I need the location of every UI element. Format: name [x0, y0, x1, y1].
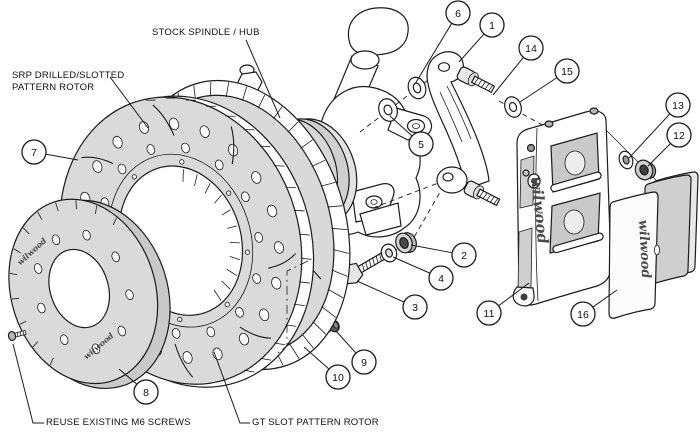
callout-6: 6 [445, 0, 471, 26]
label-reuse-m6-screws: REUSE EXISTING M6 SCREWS [46, 417, 191, 428]
bracket-stud-top [456, 66, 496, 94]
bleed-screw [544, 120, 554, 128]
callout-1: 1 [479, 12, 505, 38]
label-leader-stock-spindle-hub [245, 39, 281, 119]
label-gt-rotor: GT SLOT PATTERN ROTOR [252, 417, 379, 428]
label-stock-spindle-hub: STOCK SPINDLE / HUB [152, 27, 260, 38]
label-leader-gt-rotor [213, 351, 250, 424]
callout-8: 8 [133, 379, 159, 405]
callout-10-leader [303, 346, 329, 370]
callout-5: 5 [408, 131, 434, 157]
callout-1-leader [458, 33, 485, 63]
label-srp-rotor: SRP DRILLED/SLOTTED PATTERN ROTOR [12, 70, 125, 93]
callout-9-leader [335, 330, 356, 354]
svg-text:6: 6 [455, 8, 461, 20]
callout-14-leader [492, 57, 524, 96]
ear-plate [359, 202, 402, 236]
svg-text:9: 9 [361, 357, 367, 369]
svg-text:7: 7 [31, 147, 37, 159]
svg-text:10: 10 [332, 372, 344, 384]
svg-text:5: 5 [418, 139, 424, 151]
callout-15: 15 [554, 58, 580, 84]
nut-2 [395, 232, 417, 254]
steering-arm-eye-hole [412, 123, 420, 129]
callout-16: 16 [570, 301, 596, 327]
svg-text:16: 16 [577, 309, 589, 321]
callout-9: 9 [351, 349, 377, 375]
callout-4-leader [392, 256, 430, 274]
callout-10: 10 [325, 364, 351, 390]
svg-text:1: 1 [489, 20, 495, 32]
label-leader-srp-rotor [109, 76, 149, 129]
svg-text:2: 2 [461, 250, 467, 262]
callout-13: 13 [665, 92, 691, 118]
washer-5 [378, 98, 398, 122]
pad-logo: wilwood [635, 219, 653, 278]
callout-12: 12 [666, 122, 692, 148]
washer-6 [407, 76, 427, 100]
pad-backing-plate-front [608, 191, 659, 319]
washer-13 [618, 150, 634, 170]
caliper: wilwood [512, 107, 612, 307]
caliper-bracket [426, 51, 501, 207]
crossover-tube-bottom [552, 232, 604, 254]
label-leader-reuse-m6-screws [12, 343, 44, 424]
rotor-hat: wilwood wilwood [8, 198, 171, 390]
callout-3-leader [356, 280, 404, 303]
callout-12-leader [647, 143, 671, 167]
callout-15-leader [519, 77, 557, 103]
callout-4: 4 [428, 265, 454, 291]
svg-text:13: 13 [672, 100, 684, 112]
bracket-stud-bottom [463, 180, 501, 207]
svg-text:4: 4 [438, 273, 444, 285]
callout-7-leader [46, 153, 79, 161]
callout-14: 14 [518, 35, 544, 61]
svg-text:8: 8 [143, 387, 149, 399]
callout-16-leader [592, 289, 618, 308]
bleed-screw [589, 107, 599, 115]
svg-text:3: 3 [412, 302, 418, 314]
crossover-tube-top [550, 171, 602, 193]
svg-text:15: 15 [561, 66, 573, 78]
callout-13-leader [628, 113, 670, 159]
callout-11: 11 [476, 300, 502, 326]
callout-7: 7 [21, 139, 47, 165]
bracket-top-hole [437, 62, 451, 72]
callout-5-leader [389, 115, 413, 136]
svg-text:12: 12 [673, 130, 685, 142]
washer-15 [504, 96, 522, 118]
bracket-bottom-hole [442, 172, 454, 182]
ear-hole [370, 199, 378, 205]
brake-pads: wilwood [608, 171, 699, 319]
svg-text:14: 14 [525, 43, 537, 55]
m6-screw [7, 329, 27, 342]
callout-11-leader [498, 282, 530, 306]
callout-2-leader [410, 244, 452, 254]
callout-8-leader [118, 368, 137, 385]
section-mark [277, 260, 309, 354]
callout-3: 3 [402, 294, 428, 320]
svg-text:11: 11 [484, 308, 495, 320]
upper-arm-joint [350, 50, 380, 70]
callout-6-leader [414, 23, 452, 85]
callout-2: 2 [451, 242, 477, 268]
washer-4 [380, 243, 398, 263]
